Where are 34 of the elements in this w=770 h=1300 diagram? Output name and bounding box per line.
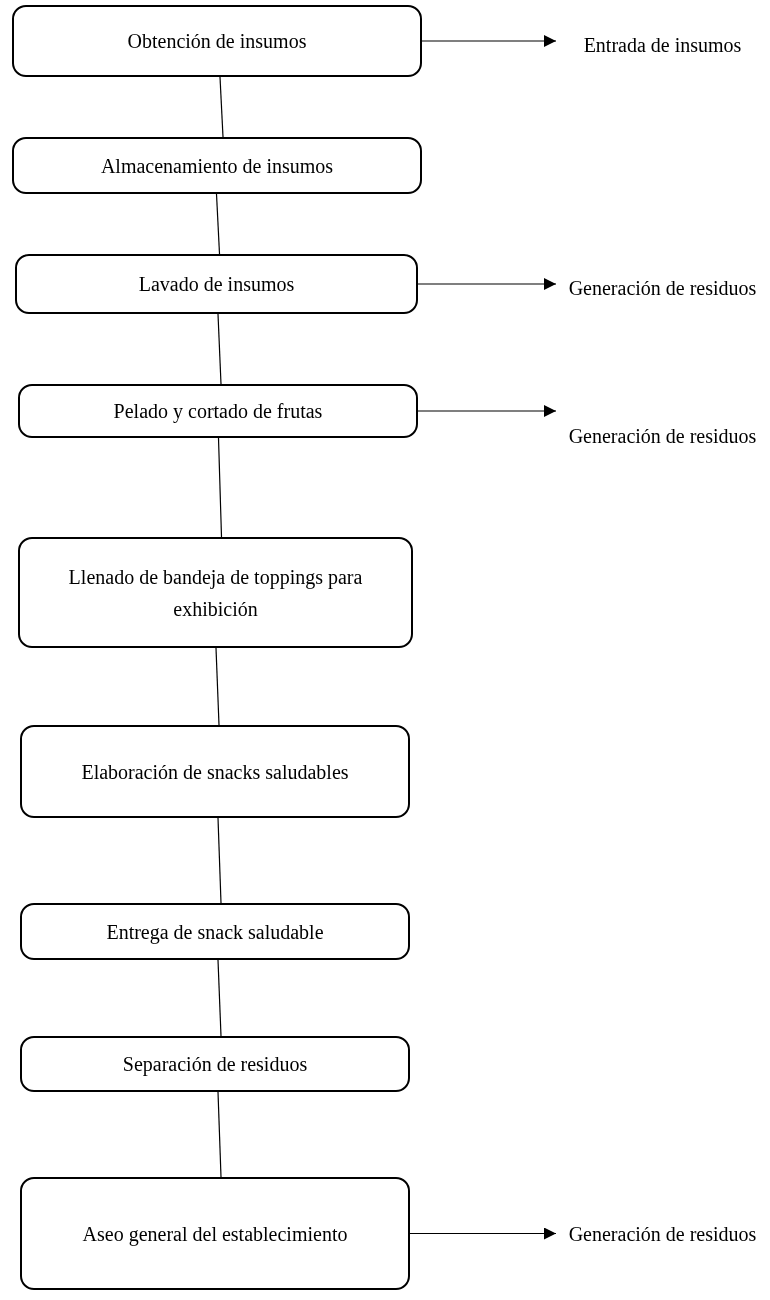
step-text: Entrega de snack saludable (106, 919, 324, 946)
arrow (417, 405, 557, 417)
connector-line (217, 1091, 222, 1178)
output-label: Generación de residuos (568, 424, 757, 449)
arrow (409, 1227, 557, 1240)
connector-line (215, 193, 221, 255)
process-box (12, 137, 422, 194)
step-text: Separación de residuos (122, 1052, 308, 1078)
output-label: Generación de residuos (568, 1222, 757, 1247)
connector-line (219, 76, 224, 138)
connector-line (217, 959, 222, 1037)
process-box (20, 1177, 410, 1290)
process-box (18, 537, 413, 648)
step-text: Obtención de insumos (127, 29, 307, 54)
connector-line (217, 313, 222, 385)
process-box (12, 5, 422, 77)
step-text: Elaboración de snacks saludables (81, 759, 349, 785)
process-box (20, 1036, 410, 1092)
process-box (18, 384, 418, 438)
connector-line (215, 647, 220, 726)
process-box (15, 254, 418, 314)
connector-line (217, 437, 223, 538)
step-text: Pelado y cortado de frutas (113, 399, 323, 425)
step-text: Aseo general del establecimiento (82, 1221, 348, 1248)
output-label: Entrada de insumos (583, 33, 742, 58)
step-text: Llenado de bandeja de toppings para exhibición (67, 564, 364, 622)
step-text: Lavado de insumos (138, 272, 295, 297)
step-text: Almacenamiento de insumos (100, 153, 334, 179)
output-label: Generación de residuos (568, 276, 757, 301)
process-box (20, 725, 410, 818)
connector-line (217, 817, 222, 904)
arrow (417, 278, 557, 290)
process-box (20, 903, 410, 960)
arrow (421, 35, 557, 47)
